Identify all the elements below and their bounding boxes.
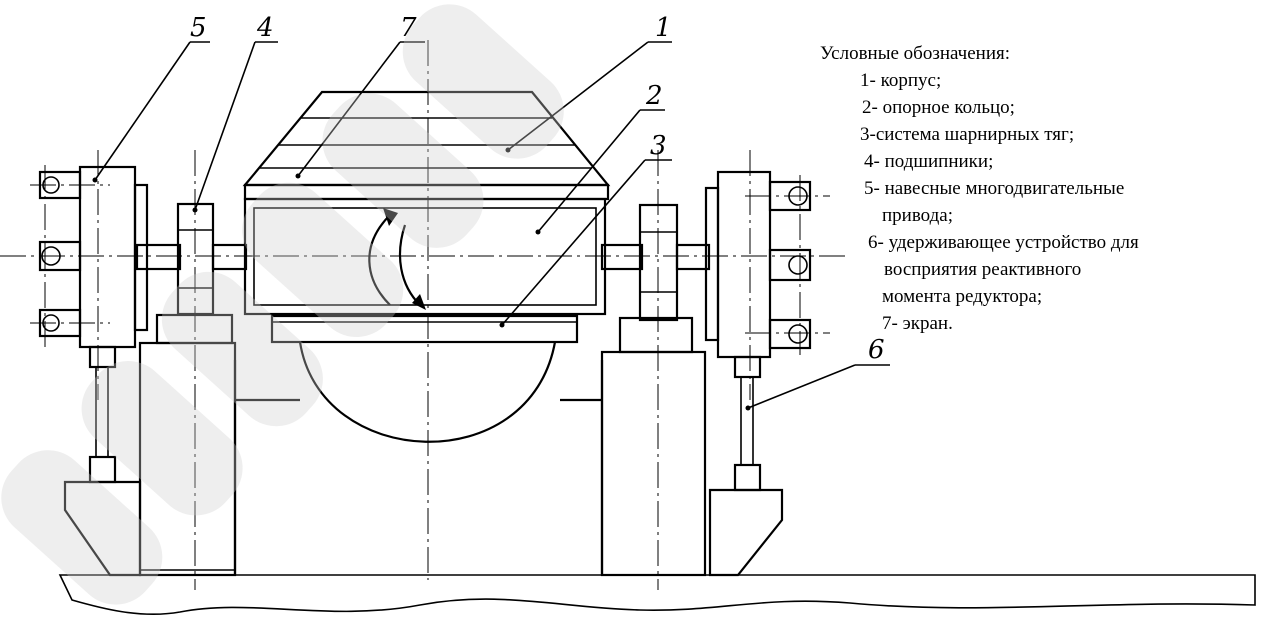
legend-title: Условные обозначения: [820,43,1011,64]
hinged-rods [270,314,579,344]
vessel-bottom [298,341,557,443]
support-ring [243,197,607,316]
legend-item: привода; [882,205,954,226]
legend-item: 6- удерживающее устройство для [868,232,1139,253]
legend-item: 1- корпус; [860,70,942,91]
callout-1: 1 [655,13,672,43]
left-drive [38,165,149,484]
rotation-arrows [368,208,426,310]
callout-2: 2 [645,81,663,111]
right-bracket [708,488,784,577]
callout-4: 4 [256,13,274,43]
foundation-ground [58,574,1256,615]
left-pedestal [138,313,237,577]
callout-6: 6 [868,335,885,365]
left-bracket [63,480,142,577]
legend: Условные обозначения: 1- корпус; 2- опор… [820,40,1270,337]
leader-lines [94,41,890,409]
legend-item: 3-система шарнирных тяг; [860,124,1075,145]
legend-item: 2- опорное кольцо; [862,97,1015,118]
legend-item: момента редуктора; [882,286,1043,307]
legend-item: 7- экран. [882,313,953,334]
legend-item: восприятия реактивного [884,259,1082,280]
legend-item: 5- навесные многодвигательные [864,178,1125,199]
converter-body [242,90,611,201]
right-pedestal [600,316,707,577]
callout-3: 3 [650,131,667,161]
right-drive [704,170,812,492]
callout-7: 7 [400,13,417,43]
callout-5: 5 [190,13,207,43]
trunnion-shafts [135,243,711,271]
legend-item: 4- подшипники; [864,151,994,172]
